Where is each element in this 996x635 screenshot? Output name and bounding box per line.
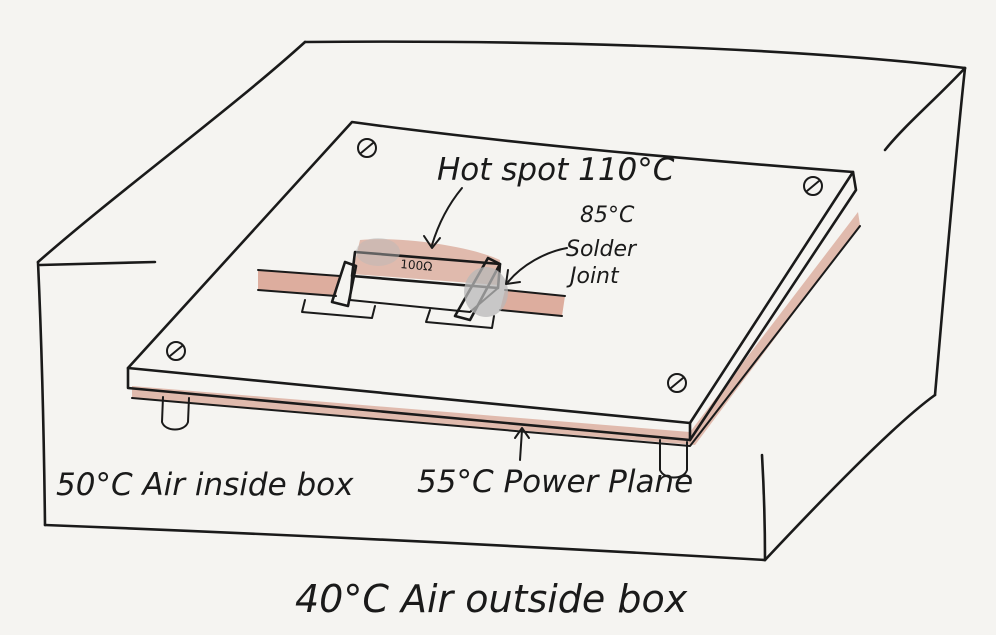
copper-traces — [257, 269, 566, 329]
pad-left — [301, 299, 376, 319]
box-top-back-edge — [303, 40, 967, 70]
box-top-left-edge — [36, 40, 307, 264]
pad-right — [425, 309, 495, 329]
power-plane-bottom-line — [131, 225, 861, 447]
screw-top-left — [357, 138, 377, 158]
standoff-left — [161, 396, 190, 431]
standoff-right — [659, 439, 688, 479]
board-standoffs — [161, 396, 688, 479]
solder-temp-label: 85°C — [580, 203, 635, 228]
resistor-heat-glow — [352, 239, 500, 285]
solder-arrow — [507, 247, 568, 283]
air-inside-label: 50°C Air inside box — [56, 467, 354, 503]
solder-glow-left — [356, 238, 400, 266]
box-inner-left-rim — [38, 260, 157, 267]
box-left-front-edge — [36, 260, 47, 527]
screw-bottom-right — [667, 373, 687, 393]
hotspot-arrow — [431, 187, 463, 246]
power-plane-label: 55°C Power Plane — [417, 464, 693, 500]
box-right-side-edge — [933, 66, 967, 397]
solder-label-line1: Solder — [566, 237, 638, 262]
screw-bottom-left — [166, 341, 186, 361]
solder-label-line2: Joint — [566, 264, 620, 289]
annotation-arrows — [423, 187, 568, 461]
hot-spot-label: Hot spot 110°C — [437, 152, 675, 188]
box-front-vertical-edge — [760, 453, 767, 562]
resistor: 100Ω — [330, 238, 508, 322]
box-bottom-front-edge — [43, 523, 767, 562]
trace-left — [258, 270, 340, 296]
board-top-surface — [126, 120, 855, 425]
trace-right — [500, 290, 565, 316]
solder-joint — [464, 267, 508, 317]
board-right-edge — [688, 170, 858, 442]
board-front-edge — [126, 366, 692, 442]
mounting-screws — [166, 138, 823, 393]
box-top-right-edge — [883, 66, 967, 152]
power-plane-arrow — [519, 429, 523, 461]
enclosure-box — [36, 40, 967, 562]
box-right-bottom-edge — [763, 393, 937, 562]
resistor-marking: 100Ω — [400, 257, 433, 274]
lead-left — [330, 260, 358, 308]
circuit-board — [126, 120, 861, 447]
screw-top-right — [803, 176, 823, 196]
air-outside-label: 40°C Air outside box — [295, 577, 688, 621]
